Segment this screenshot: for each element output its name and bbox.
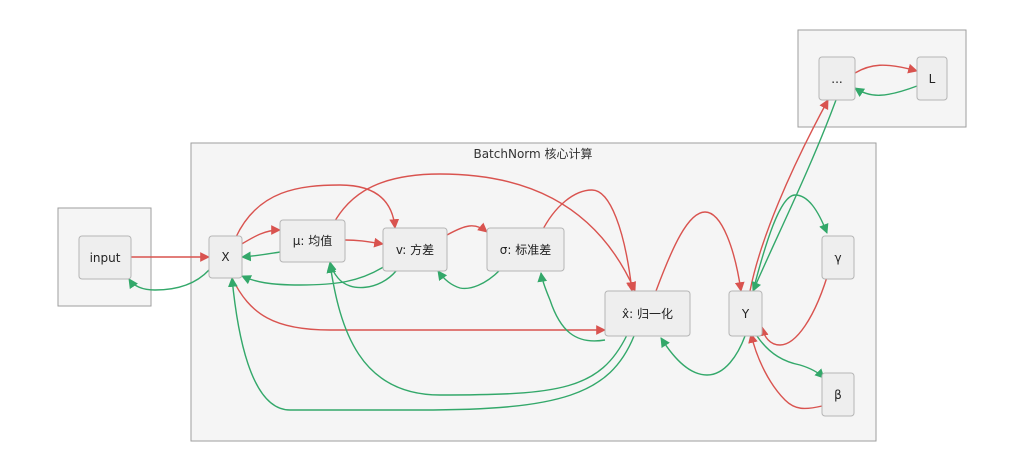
node-dots-label: ... (831, 72, 842, 86)
edge-var-to-x-grad (241, 265, 386, 286)
node-y-label: Y (741, 307, 750, 321)
edge-beta-to-y (748, 333, 823, 410)
node-x[interactable]: X (208, 235, 243, 279)
batchnorm-cluster-title: BatchNorm 核心计算 (473, 146, 592, 161)
node-mu-label: μ: 均值 (293, 233, 333, 248)
edge-var-to-sigma (446, 222, 488, 236)
node-beta-label: β (834, 388, 842, 402)
edge-sigma-to-var-grad (437, 269, 501, 290)
node-loss-label: L (929, 72, 936, 86)
node-xhat-label: x̂: 归一化 (622, 307, 673, 321)
node-loss[interactable]: L (916, 56, 948, 101)
edge-x-to-var (235, 184, 400, 238)
edge-dots-to-loss (854, 63, 918, 74)
edge-y-to-beta-grad (756, 335, 825, 379)
edge-xhat-to-sigma-grad (537, 272, 606, 342)
edge-xhat-to-mu-grad (326, 263, 628, 396)
edge-y-to-dots (749, 99, 829, 292)
node-var-label: v: 方差 (396, 242, 434, 257)
node-sigma-label: σ: 标准差 (500, 243, 551, 257)
edge-dots-to-y-grad (751, 99, 837, 292)
edge-x-to-xhat (231, 277, 606, 335)
node-xhat[interactable]: x̂: 归一化 (604, 290, 691, 337)
edge-x-to-mu (239, 225, 281, 246)
node-gamma[interactable]: γ (821, 235, 855, 280)
batchnorm-cluster (190, 142, 877, 442)
edge-mu-to-x-grad (241, 251, 281, 262)
node-mu[interactable]: μ: 均值 (279, 219, 346, 263)
node-beta[interactable]: β (821, 372, 855, 417)
edge-loss-to-dots-grad (854, 85, 918, 97)
edge-xhat-to-y (655, 211, 745, 292)
node-x-label: X (221, 250, 229, 264)
node-y[interactable]: Y (728, 290, 763, 337)
edge-gamma-to-y (758, 266, 831, 346)
edge-y-to-xhat-grad (660, 335, 746, 376)
node-gamma-label: γ (834, 251, 841, 265)
node-var[interactable]: v: 方差 (382, 227, 448, 272)
edge-mu-to-var (344, 237, 384, 248)
edge-xhat-to-x-grad (227, 277, 635, 411)
edge-sigma-to-xhat (540, 189, 636, 292)
edge-x-to-input-grad (128, 269, 210, 291)
node-input-label: input (90, 251, 121, 265)
edge-y-to-gamma-grad (752, 194, 829, 292)
node-input[interactable]: input (78, 235, 132, 280)
node-dots[interactable]: ... (818, 56, 856, 101)
edge-mu-to-xhat (329, 173, 636, 292)
node-sigma[interactable]: σ: 标准差 (486, 227, 565, 272)
